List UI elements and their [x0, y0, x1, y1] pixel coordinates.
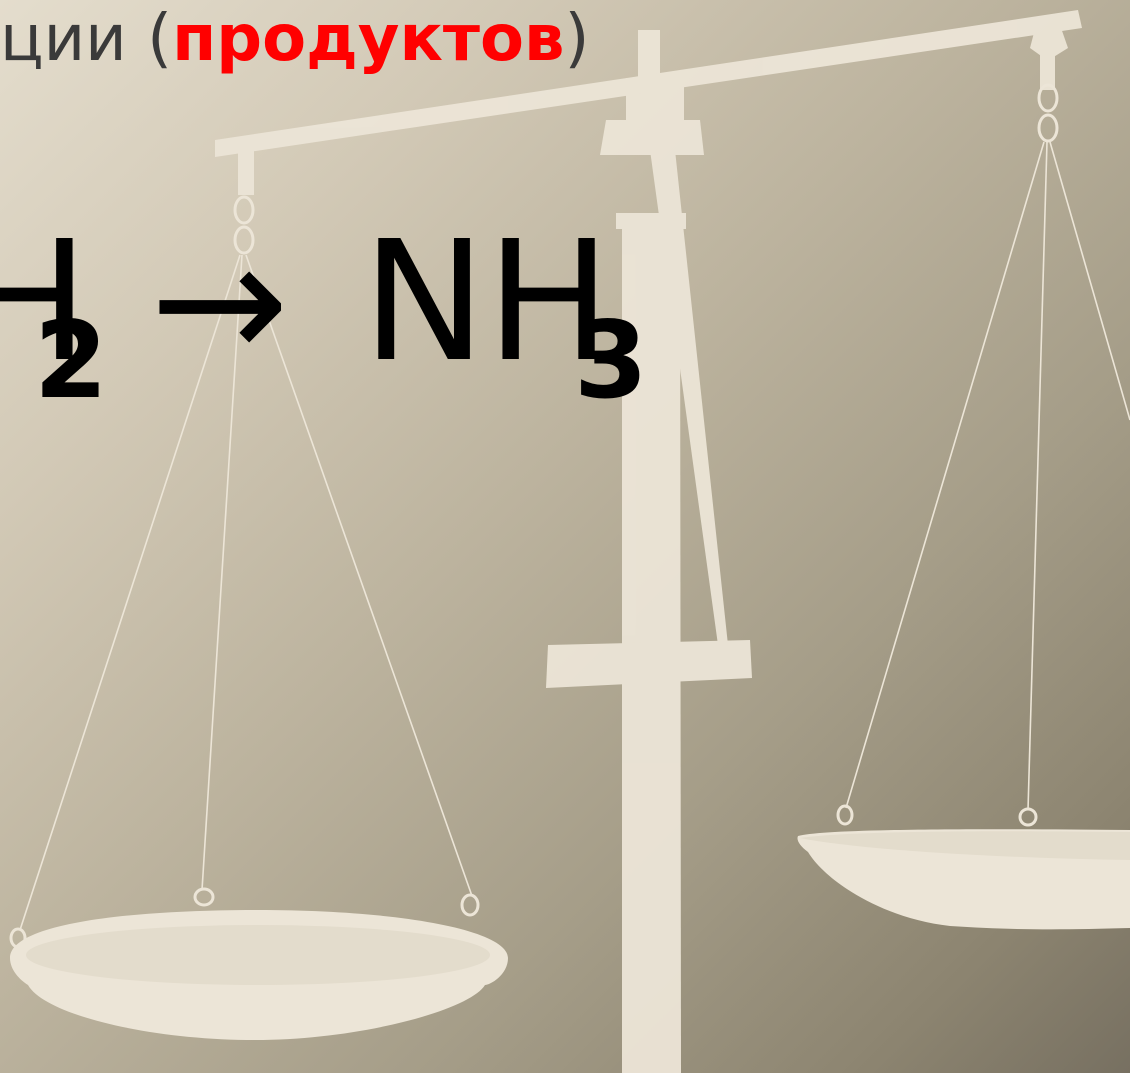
slide-heading: ции (продуктов)	[0, 0, 589, 84]
heading-suffix: )	[564, 2, 590, 76]
equation-product: NH	[362, 206, 611, 399]
heading-prefix: ции (	[0, 2, 173, 76]
heading-highlight: продуктов	[172, 2, 565, 76]
equation-product-subscript: 3	[574, 299, 648, 422]
equation-left-fragment: H	[0, 206, 89, 399]
equation-arrow: →	[150, 206, 290, 399]
equation-left-subscript: 2	[34, 299, 108, 422]
